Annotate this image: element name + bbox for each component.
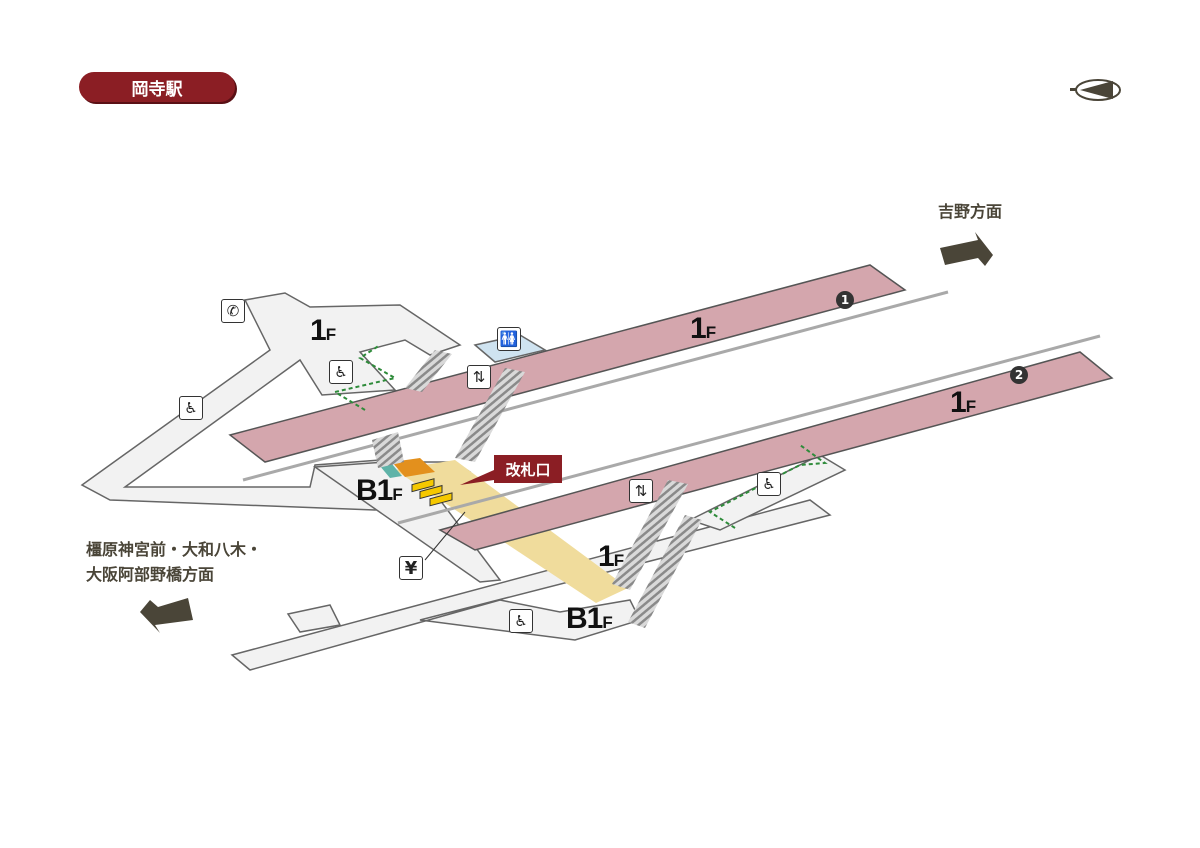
wheelchair-slope-icon: ♿	[179, 396, 203, 420]
office-teal	[380, 464, 402, 478]
stairs	[372, 350, 702, 628]
direction-kashihara-line2: 大阪阿部野橋方面	[86, 565, 215, 584]
ticket-gates	[411, 478, 453, 507]
arrow-south-icon	[140, 598, 193, 633]
platform-number-1: 1	[836, 291, 854, 309]
station-name-badge: 岡寺駅	[79, 72, 235, 102]
track-2	[397, 334, 1101, 525]
escalator-icon: ⇅	[467, 365, 491, 389]
escalator-icon: ⇅	[629, 479, 653, 503]
floor-label-b1: B1F	[356, 474, 403, 507]
floor-label-lower-1f: 1F	[598, 540, 624, 573]
floor-label-lower-b1: B1F	[566, 602, 613, 635]
wheelchair-icon: ♿	[757, 472, 781, 496]
ticket-gate-label: 改札口	[494, 455, 562, 483]
wheelchair-icon: ♿	[329, 360, 353, 384]
ticket-machine-icon: ¥	[399, 556, 423, 580]
accessible-routes	[332, 344, 828, 529]
floor-label-platform1: 1F	[690, 312, 716, 345]
north-compass-icon	[1070, 79, 1121, 101]
phone-icon: ✆	[221, 299, 245, 323]
lower-left-branch	[286, 604, 342, 633]
office-orange	[392, 458, 435, 477]
floor-label-platform2: 1F	[950, 386, 976, 419]
floor-label-upper: 1F	[310, 314, 336, 347]
arrow-north-icon	[940, 232, 993, 266]
platform-2	[438, 351, 1114, 551]
wheelchair-slope-icon: ♿	[509, 609, 533, 633]
restroom-icon: 🚻	[497, 327, 521, 351]
direction-kashihara-line1: 橿原神宮前・大和八木・	[86, 540, 263, 559]
platform-1	[228, 264, 907, 463]
direction-yoshino: 吉野方面	[938, 202, 1003, 221]
track-1	[242, 290, 949, 482]
ticket-machine-leader	[424, 511, 466, 561]
platform-number-2: 2	[1010, 366, 1028, 384]
